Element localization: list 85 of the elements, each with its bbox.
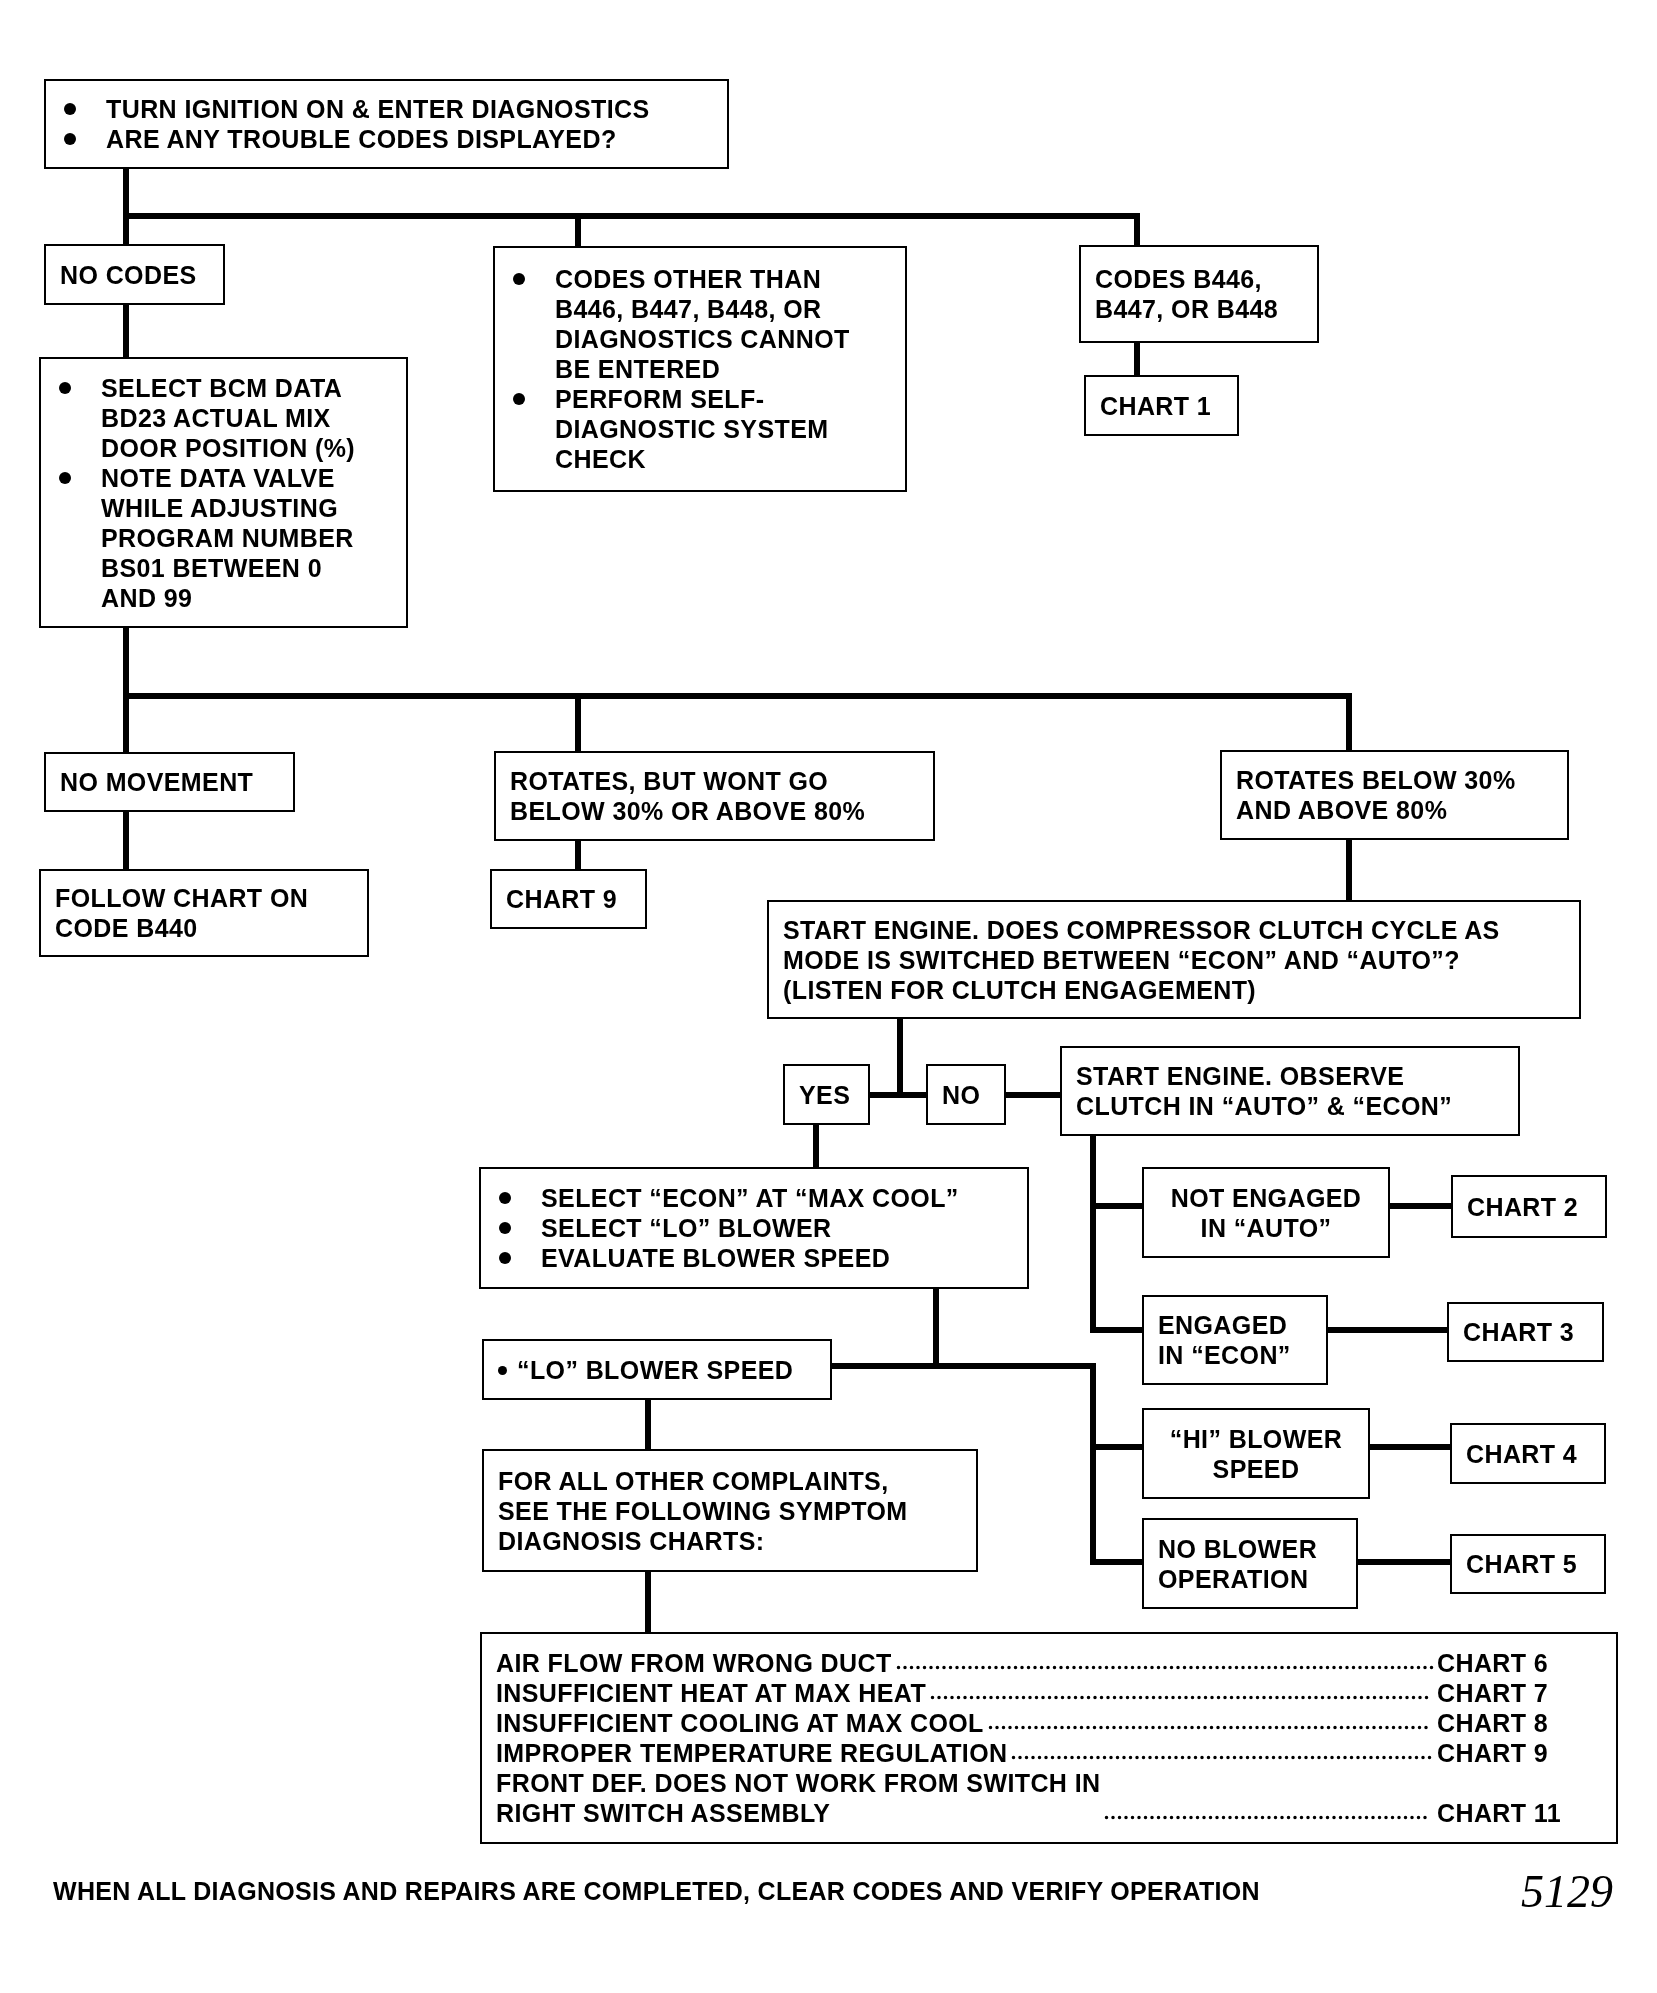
bullet-text: NOTE DATA VALVE WHILE ADJUSTING PROGRAM NUMBER BS01 BETWEEN 0 AND 99 [101, 463, 354, 612]
connector-line [645, 1400, 651, 1449]
flow-text: CODES B446, B447, OR B448 [1095, 265, 1279, 323]
connector-line [813, 1125, 819, 1167]
branch-box [926, 1064, 1006, 1125]
flow-text: START ENGINE. DOES COMPRESSOR CLUTCH CYCLE AS MODE IS SWITCHED BETWEEN “ECON” AND “AUTO”? [783, 915, 1500, 974]
connector-line [645, 1572, 651, 1632]
symptom-text: FRONT DEF. DOES NOT WORK FROM SWITCH IN RIGHT SWITCH ASSEMBLY [496, 1769, 1101, 1827]
outcome-box [482, 1339, 832, 1400]
flow-text: ROTATES, BUT WONT GO BELOW 30% OR ABOVE 80% [510, 767, 866, 825]
flow-text: YES [799, 1080, 851, 1109]
chart-reference-text: CHART 8 [1437, 1708, 1549, 1738]
flow-text: CHART 1 [1100, 391, 1212, 420]
step-box [493, 246, 907, 492]
step-box [44, 79, 729, 169]
flow-text: CHART 5 [1466, 1550, 1578, 1578]
connector-line [1346, 840, 1352, 900]
outcome-box [1142, 1518, 1358, 1609]
connector-line [1390, 1203, 1451, 1209]
chart-box [1451, 1175, 1607, 1238]
flow-text: CHART 3 [1463, 1318, 1575, 1346]
chart-reference-text: CHART 7 [1437, 1678, 1549, 1708]
outcome-box [1220, 750, 1569, 840]
note-box [482, 1449, 978, 1572]
chart-reference-text: CHART 6 [1437, 1648, 1549, 1678]
bullet-text: SELECT BCM DATA BD23 ACTUAL MIX DOOR POSITION (%) [101, 373, 356, 462]
flow-text: FOLLOW CHART ON CODE B440 [55, 884, 309, 942]
flow-text: FOR ALL OTHER COMPLAINTS, SEE THE FOLLOWING SYMPTOM DIAGNOSIS CHARTS: [498, 1466, 908, 1555]
symptom-text: INSUFFICIENT COOLING AT MAX COOL [496, 1709, 984, 1737]
bullet-text: EVALUATE BLOWER SPEED [541, 1244, 891, 1272]
outcome-box [1079, 245, 1319, 343]
chart-list-box [480, 1632, 1618, 1844]
step-box [479, 1167, 1029, 1289]
flow-text: (LISTEN FOR CLUTCH ENGAGEMENT) [783, 975, 1257, 1004]
connector-line [1006, 1092, 1060, 1098]
step-box [39, 357, 408, 628]
chart-reference-text: CHART 9 [1437, 1738, 1549, 1768]
chart-reference-text: CHART 11 [1437, 1798, 1562, 1828]
outcome-box [1142, 1408, 1370, 1499]
outcome-box [494, 751, 935, 841]
connector-line [897, 1019, 926, 1098]
flow-text: NO BLOWER OPERATION [1158, 1534, 1318, 1593]
chart-box [490, 869, 647, 929]
flow-text: ENGAGED IN “ECON” [1158, 1311, 1291, 1369]
outcome-box [1142, 1167, 1390, 1258]
chart-box [1084, 375, 1239, 436]
flow-text: NOT ENGAGED IN “AUTO” [1170, 1183, 1362, 1242]
figure-number: 5129 [1521, 1866, 1613, 1918]
flow-text: ROTATES BELOW 30% AND ABOVE 80% [1236, 766, 1516, 824]
bullet-text: SELECT “ECON” AT “MAX COOL” [541, 1184, 959, 1212]
flow-text: CHART 4 [1466, 1439, 1578, 1468]
bullet-text: CODES OTHER THAN B446, B447, B448, OR DIAGNOSTICS CANNOT BE ENTERED [555, 265, 850, 383]
connector-line [123, 305, 129, 357]
outcome-box [44, 752, 295, 812]
bullet-text: PERFORM SELF-DIAGNOSTIC SYSTEM CHECK [555, 385, 829, 473]
bullet-text: SELECT “LO” BLOWER [541, 1214, 832, 1242]
flow-text: CHART 2 [1467, 1192, 1579, 1221]
outcome-box [1142, 1295, 1328, 1385]
outcome-box [44, 244, 225, 305]
bullet-text: ARE ANY TROUBLE CODES DISPLAYED? [106, 125, 617, 153]
flow-text: START ENGINE. OBSERVE CLUTCH IN “AUTO” & “ECON” [1076, 1062, 1453, 1120]
symptom-text: IMPROPER TEMPERATURE REGULATION [496, 1739, 1008, 1767]
bullet-text: TURN IGNITION ON & ENTER DIAGNOSTICS [106, 95, 650, 123]
branch-box [783, 1064, 870, 1125]
flow-text: NO CODES [60, 260, 197, 289]
footer-note: WHEN ALL DIAGNOSIS AND REPAIRS ARE COMPLETED, CLEAR CODES AND VERIFY OPERATION [53, 1876, 1260, 1906]
step-box [39, 869, 369, 957]
connector-line [575, 841, 581, 869]
step-box [1060, 1046, 1520, 1136]
chart-box [1447, 1302, 1604, 1362]
symptom-text: AIR FLOW FROM WRONG DUCT [496, 1649, 892, 1677]
connector-line [1134, 343, 1140, 375]
chart-box [1450, 1534, 1606, 1594]
question-box [767, 900, 1581, 1019]
flow-text: “HI” BLOWER SPEED [1169, 1424, 1343, 1483]
chart-box [1450, 1423, 1606, 1484]
connector-line [123, 812, 129, 869]
connector-line [1370, 1444, 1450, 1450]
flow-text: CHART 9 [506, 885, 618, 913]
connector-line [1328, 1327, 1447, 1333]
flow-text: NO MOVEMENT [60, 768, 254, 796]
connector-line [1358, 1559, 1450, 1565]
bullet-text: “LO” BLOWER SPEED [517, 1355, 794, 1384]
symptom-text: INSUFFICIENT HEAT AT MAX HEAT [496, 1679, 927, 1707]
flow-text: NO [942, 1080, 981, 1109]
